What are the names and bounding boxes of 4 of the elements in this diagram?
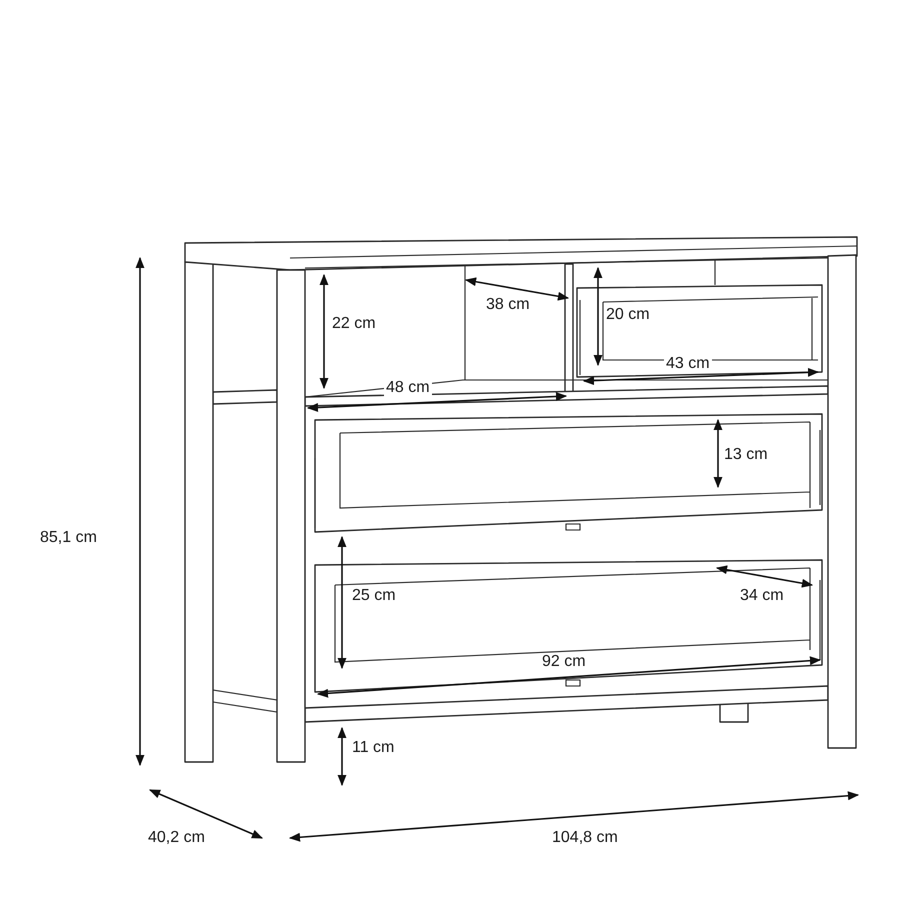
dimension-label: 40,2 cm <box>146 829 207 847</box>
dimension-label: 48 cm <box>384 379 432 397</box>
dimension-label: 104,8 cm <box>550 829 620 847</box>
dimension-label: 85,1 cm <box>38 529 99 547</box>
